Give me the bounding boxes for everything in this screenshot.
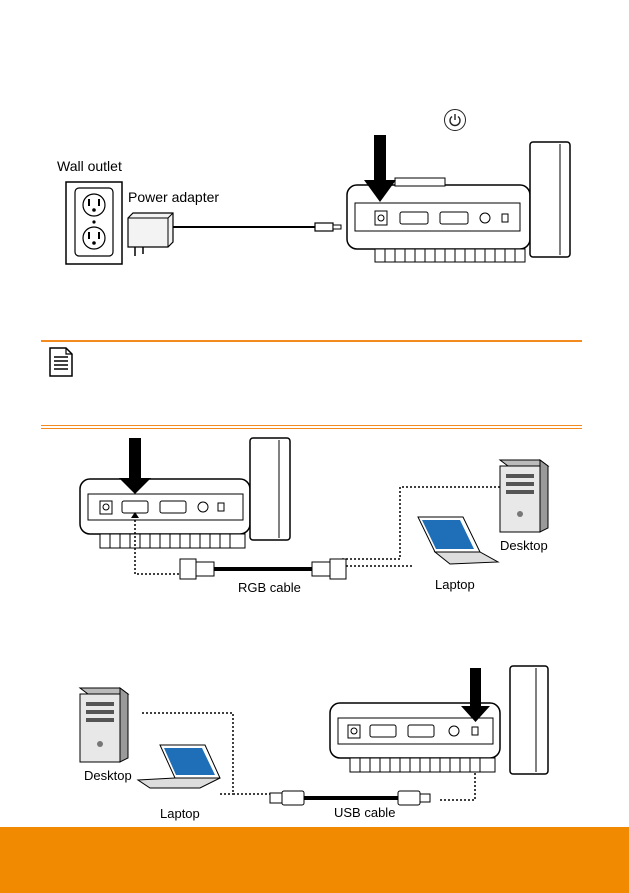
power-connection-diagram — [55, 130, 575, 280]
power-adapter-label: Power adapter — [128, 189, 220, 205]
usb-connection-diagram — [70, 660, 560, 820]
power-icon — [444, 109, 466, 131]
note-bottom-rule — [41, 425, 582, 426]
note-document-icon — [48, 346, 74, 378]
power-adapter-illustration — [127, 212, 342, 256]
wall-outlet-label: Wall outlet — [57, 158, 122, 174]
desktop-label-usb: Desktop — [84, 768, 132, 783]
note-top-rule — [41, 340, 582, 342]
wall-outlet-illustration — [65, 181, 123, 265]
rgb-connection-diagram — [70, 432, 560, 602]
laptop-label-usb: Laptop — [160, 806, 200, 821]
usb-cable-label: USB cable — [334, 805, 396, 820]
desktop-label-rgb: Desktop — [500, 538, 548, 553]
footer-band — [0, 827, 629, 893]
document-camera-side-view — [346, 135, 571, 263]
laptop-label-rgb: Laptop — [435, 577, 475, 592]
note-bottom-rule-2 — [41, 428, 582, 429]
rgb-cable-label: RGB cable — [238, 580, 301, 595]
